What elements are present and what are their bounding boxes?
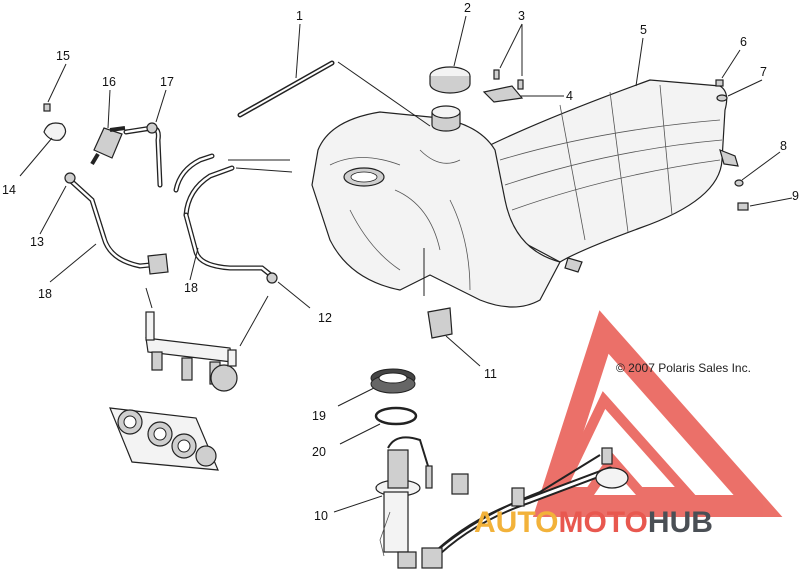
callout-1: 1: [296, 9, 303, 23]
watermark-text: AUTOMOTOHUB: [474, 506, 713, 539]
callout-16: 16: [102, 75, 116, 89]
part-12-fitting: [266, 272, 278, 284]
callout-18-left: 18: [38, 287, 52, 301]
part-16-fuel-filter: [90, 126, 126, 166]
upper-hoses: [173, 153, 235, 218]
part-11-pad: [427, 307, 453, 339]
leader-lines: [19, 15, 793, 513]
part-17-hose: [123, 122, 163, 188]
copyright-notice: © 2007 Polaris Sales Inc.: [616, 361, 751, 375]
callout-labels: 1 2 3 4 5 6 7 8 9 10 11 12 13 14 15 16 1…: [2, 1, 799, 523]
callout-11: 11: [484, 367, 497, 381]
part-6-washer: [715, 79, 724, 87]
watermark-auto: AUTO: [474, 506, 558, 539]
callout-13: 13: [30, 235, 44, 249]
callout-10: 10: [314, 509, 328, 523]
part-18-hose-left: [67, 177, 169, 275]
callout-19: 19: [312, 409, 326, 423]
callout-4: 4: [566, 89, 573, 103]
callout-15: 15: [56, 49, 70, 63]
fuel-rail: [145, 311, 238, 392]
watermark-moto: MOTO: [558, 506, 647, 539]
part-10-fuel-pump: [375, 436, 469, 569]
part-20-seal: [374, 406, 418, 426]
callout-9: 9: [792, 189, 799, 203]
callout-7: 7: [760, 65, 767, 79]
callout-6: 6: [740, 35, 747, 49]
callout-14: 14: [2, 183, 16, 197]
part-18-hose-right: [183, 212, 275, 279]
callout-3: 3: [518, 9, 525, 23]
part-13-fitting: [64, 172, 76, 184]
callout-2: 2: [464, 1, 471, 15]
part-14-clamp: [43, 122, 67, 141]
part-2-filler-cap: [429, 66, 471, 94]
part-8-washer: [734, 179, 744, 187]
watermark-hub: HUB: [648, 506, 713, 539]
part-3-screws: [493, 69, 524, 90]
callout-20: 20: [312, 445, 326, 459]
callout-12: 12: [318, 311, 332, 325]
part-7-grommet: [716, 94, 728, 102]
part-19-lock-ring: [370, 368, 416, 394]
callout-17: 17: [160, 75, 174, 89]
svg-text:AUTOMOTOHUB: AUTOMOTOHUB: [474, 506, 713, 539]
callout-5: 5: [640, 23, 647, 37]
part-9-bolt: [737, 202, 749, 211]
fuel-line-assembly: [421, 447, 629, 569]
part-4-bracket: [482, 85, 524, 103]
part-5-fuel-tank: [311, 79, 739, 308]
part-15-screw: [43, 103, 51, 112]
callout-8: 8: [780, 139, 787, 153]
part-1-rod: [237, 60, 335, 118]
callout-18-right: 18: [184, 281, 198, 295]
throttle-body: [109, 407, 219, 471]
